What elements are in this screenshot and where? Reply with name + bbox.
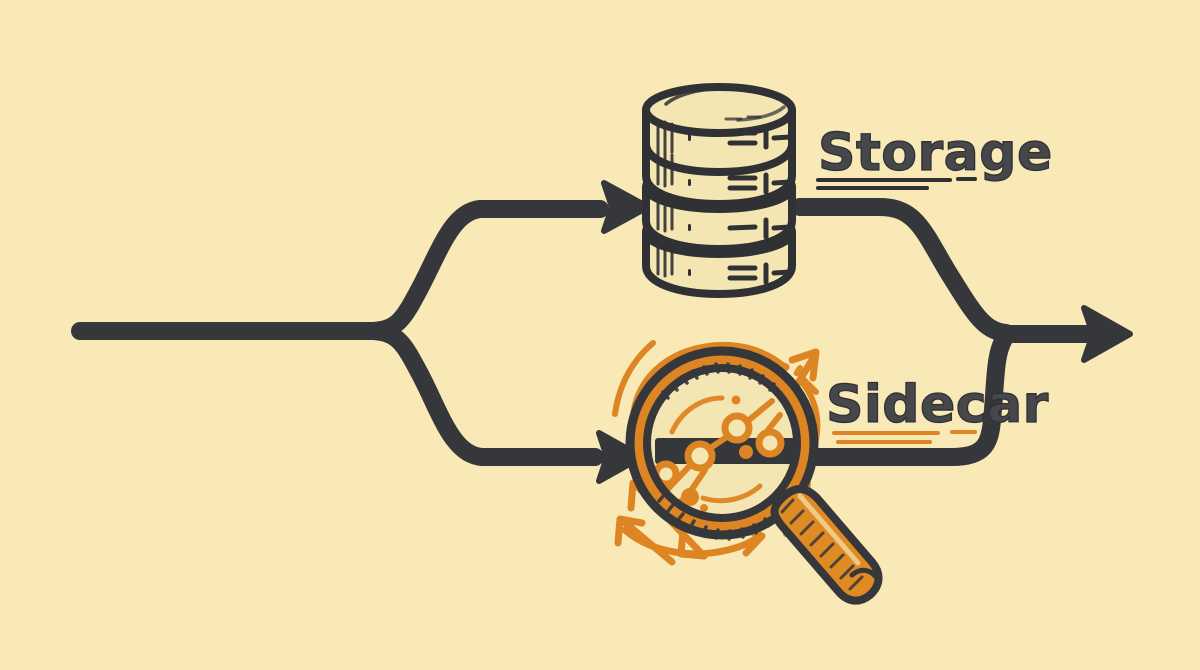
magnifying-glass-icon [612, 340, 883, 605]
label-sidecar: Sidecar [826, 375, 1049, 435]
label-storage: Storage [818, 123, 1053, 183]
edge-fork-to-storage [363, 200, 609, 340]
edge-storage-to-merge [791, 198, 1015, 342]
flow-paths-group [71, 198, 1103, 466]
lens-graph-contents [652, 395, 800, 518]
magnifier-handle [770, 485, 883, 605]
edge-sidecar-to-merge [791, 327, 1015, 466]
label-storage-underline [816, 177, 977, 190]
lens-rim-outer [625, 346, 819, 540]
database-stack-icon [642, 83, 796, 298]
label-sidecar-group: Sidecar [825, 374, 1049, 444]
arrowhead-to-storage-icon [601, 180, 651, 234]
edge-fork-to-sidecar [363, 322, 604, 466]
label-storage-group: Storage [816, 122, 1053, 190]
label-sidecar-underline [832, 430, 977, 444]
lens-rim-orange [630, 351, 814, 535]
arrowhead-outbound [1081, 305, 1133, 363]
lens-rim-inner [643, 364, 801, 522]
